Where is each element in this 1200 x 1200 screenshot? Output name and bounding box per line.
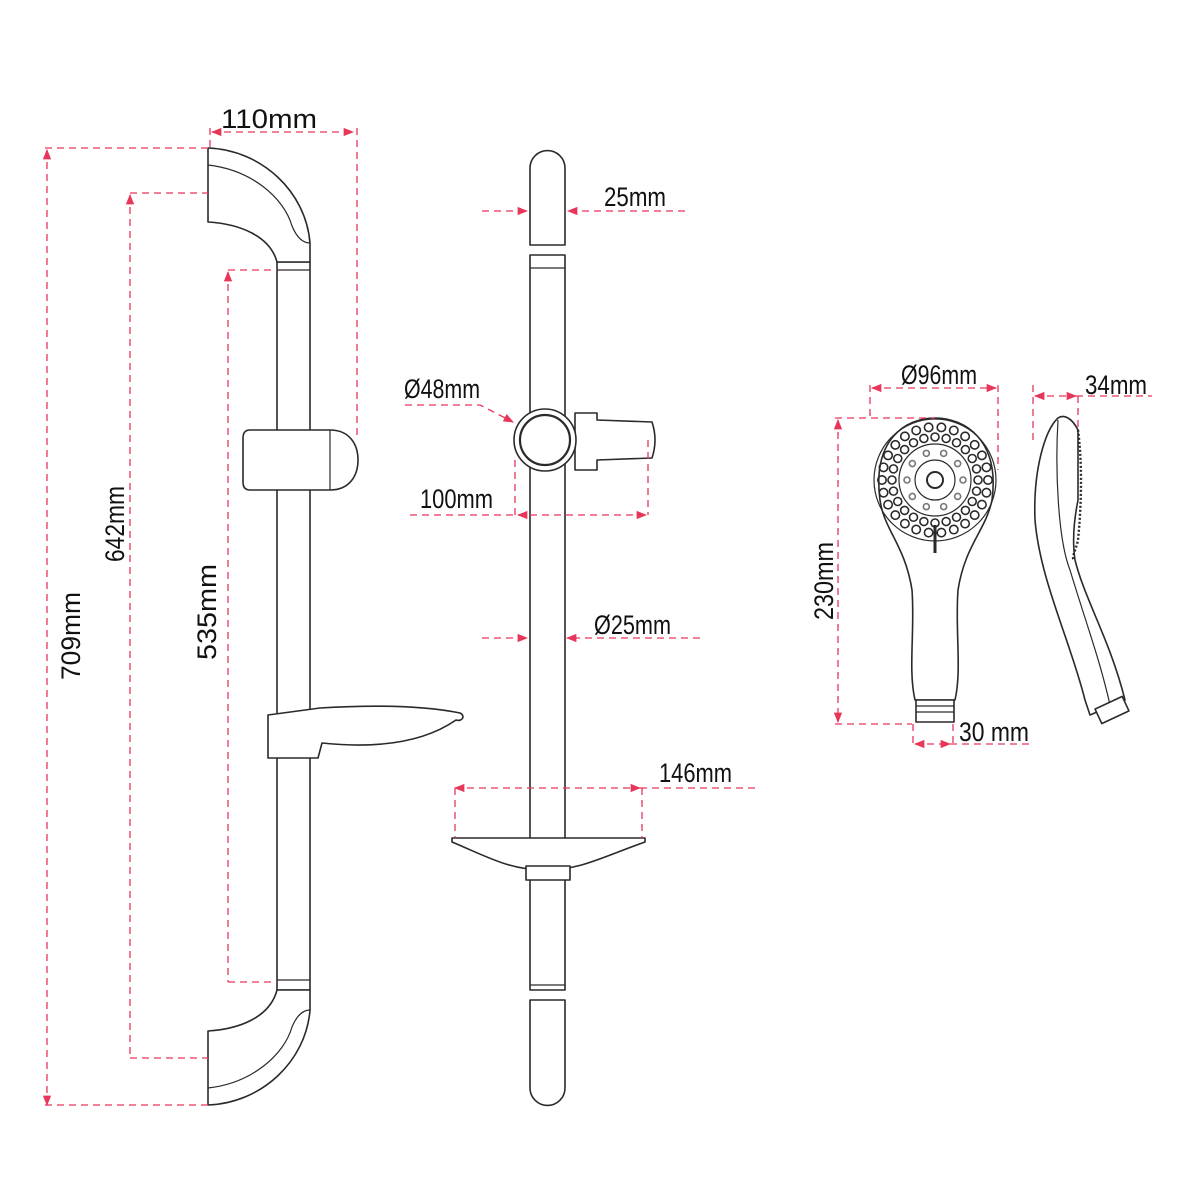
soap-dish-side: [267, 705, 464, 759]
nozzle: [941, 433, 951, 444]
nozzle: [960, 444, 971, 455]
rail-tube: [276, 261, 311, 991]
nozzle: [911, 425, 922, 436]
dimension-labels: 110mm 709mm 642mm 535mm 25mm Ø48mm 100mm…: [56, 104, 1147, 788]
nozzle: [911, 524, 922, 535]
nozzle: [899, 505, 910, 516]
spray-nozzles: [876, 422, 993, 538]
nozzle: [887, 475, 897, 485]
label-overall-height: 709mm: [56, 592, 86, 680]
nozzle: [888, 464, 899, 474]
nozzle: [922, 502, 931, 511]
nozzle: [967, 496, 978, 507]
side-hose-connector: [1094, 695, 1130, 725]
nozzle: [899, 431, 910, 442]
label-connector-width: 30 mm: [959, 717, 1029, 747]
nozzle: [976, 450, 987, 461]
label-rail-diameter: Ø25mm: [594, 610, 671, 640]
nozzle: [981, 487, 992, 498]
nozzle: [922, 449, 931, 458]
label-head-diameter: Ø96mm: [901, 360, 977, 390]
nozzle: [892, 453, 903, 464]
nozzle: [878, 487, 889, 498]
nozzle: [908, 512, 919, 523]
nozzle: [923, 422, 934, 433]
top-bracket-front: [529, 149, 566, 246]
label-head-depth: 34mm: [1085, 370, 1147, 400]
nozzle: [953, 492, 962, 501]
nozzle: [883, 450, 894, 461]
nozzle: [939, 502, 948, 511]
handshower-side: [1033, 415, 1130, 725]
nozzle: [930, 432, 940, 442]
nozzle: [892, 496, 903, 507]
handset-holder-arm: [574, 412, 656, 471]
nozzle: [960, 431, 971, 442]
nozzle: [960, 505, 971, 516]
label-rail-length: 535mm: [192, 564, 222, 660]
nozzle: [936, 422, 947, 433]
nozzle: [959, 476, 967, 484]
nozzle: [982, 474, 993, 485]
nozzle: [890, 510, 901, 521]
nozzle: [951, 512, 962, 523]
nozzle: [890, 439, 901, 450]
nozzle: [919, 516, 929, 527]
nozzle: [953, 459, 962, 468]
nozzle: [969, 510, 980, 521]
nozzle: [948, 524, 959, 535]
label-bracket-width: 25mm: [604, 182, 666, 212]
soap-dish-sleeve: [525, 865, 571, 881]
nozzle: [939, 449, 948, 458]
nozzle: [919, 433, 929, 444]
nozzle: [967, 453, 978, 464]
nozzle: [903, 476, 911, 484]
sliding-holder-side: [242, 429, 359, 491]
nozzle: [969, 439, 980, 450]
label-holder-projection: 100mm: [420, 484, 493, 514]
nozzle: [930, 518, 940, 528]
nozzle: [899, 444, 910, 455]
nozzle: [908, 437, 919, 448]
nozzle: [941, 516, 951, 527]
nozzle: [981, 462, 992, 473]
nozzle: [923, 527, 934, 538]
nozzle: [971, 464, 982, 474]
label-holder-diameter: Ø48mm: [404, 374, 480, 404]
nozzle: [971, 486, 982, 496]
dimension-lines: [42, 127, 1152, 1107]
handset-holder-ring: [513, 408, 577, 472]
nozzle: [951, 437, 962, 448]
top-wall-bracket: [207, 147, 311, 263]
hose-connector: [915, 699, 955, 723]
label-bracket-centres: 642mm: [100, 486, 130, 562]
bottom-bracket-front: [529, 999, 566, 1107]
nozzle: [948, 425, 959, 436]
rail-side-view: [207, 147, 464, 1106]
handshower-front: [873, 417, 997, 723]
nozzle: [888, 486, 899, 496]
nozzle: [908, 492, 917, 501]
nozzle: [936, 527, 947, 538]
label-soap-dish-width: 146mm: [659, 758, 732, 788]
nozzle: [876, 474, 887, 485]
nozzle: [878, 462, 889, 473]
rail-front-view: [451, 149, 656, 1107]
nozzle: [960, 518, 971, 529]
label-handset-length: 230mm: [809, 542, 839, 620]
bottom-wall-bracket: [207, 989, 311, 1106]
nozzle: [883, 499, 894, 510]
label-bracket-depth: 110mm: [221, 104, 317, 134]
nozzle: [899, 518, 910, 529]
nozzle: [976, 499, 987, 510]
nozzle: [908, 459, 917, 468]
nozzle: [973, 475, 983, 485]
